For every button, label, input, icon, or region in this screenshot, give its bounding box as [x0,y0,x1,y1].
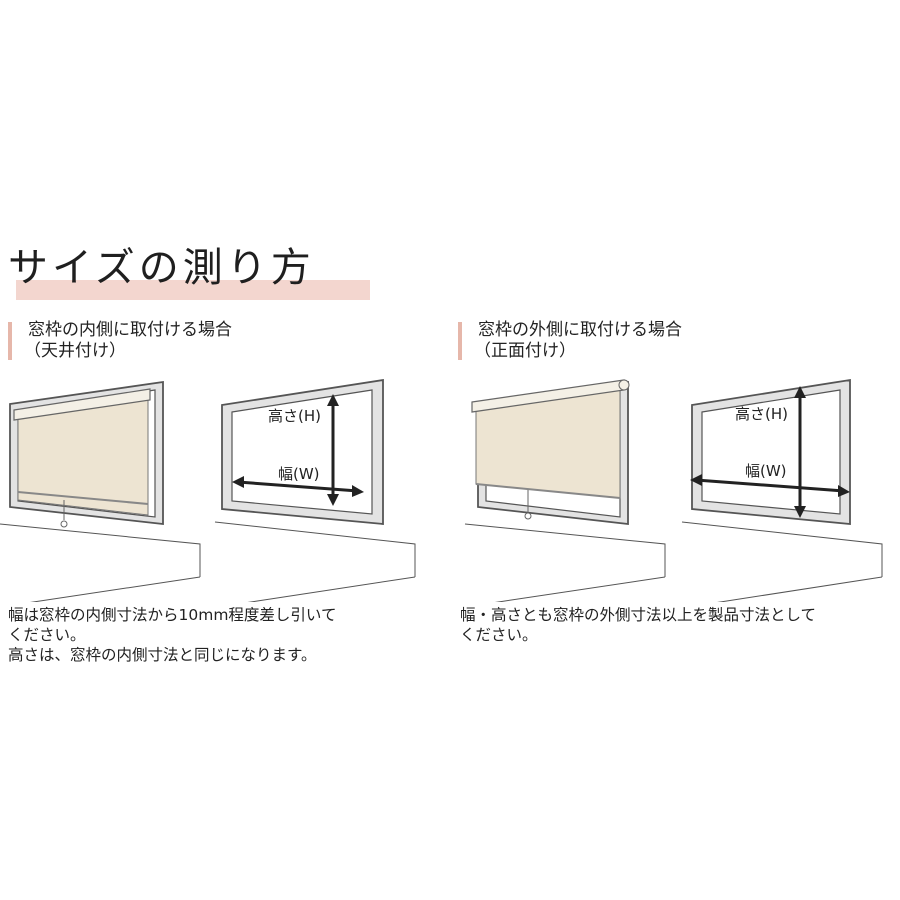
height-label: 高さ(H) [735,405,788,423]
section-accent-bar [458,322,462,360]
section-heading-line2: （正面付け） [474,341,576,361]
note-line: 幅・高さとも窓枠の外側寸法以上を製品寸法として [460,606,817,624]
section-heading-line1: 窓枠の外側に取付ける場合 [478,320,682,340]
note-line: 幅は窓枠の内側寸法から10mm程度差し引いて [8,606,337,624]
title-block: サイズの測り方 [8,240,370,304]
inside-mount-note: 幅は窓枠の内側寸法から10mm程度差し引いて ください。 高さは、窓枠の内側寸法… [8,605,336,665]
page-title: サイズの測り方 [8,245,315,291]
note-line: ください。 [8,626,86,644]
section-heading-line2: （天井付け） [24,341,126,361]
section-heading-line1: 窓枠の内側に取付ける場合 [28,320,232,340]
section-outside-heading: 窓枠の外側に取付ける場合 （正面付け） [458,320,758,362]
window-with-blind-illustration [464,379,666,602]
outside-mount-illustration: 高さ(H) 幅(W) [464,378,883,602]
section-inside-heading: 窓枠の内側に取付ける場合 （天井付け） [8,320,308,362]
inside-mount-illustration: 高さ(H) 幅(W) [0,378,416,602]
outside-mount-note: 幅・高さとも窓枠の外側寸法以上を製品寸法として ください。 [460,605,816,645]
window-with-blind-illustration [0,380,201,602]
note-line: ください。 [460,626,538,644]
height-label: 高さ(H) [268,407,321,425]
width-label: 幅(W) [745,462,787,480]
width-label: 幅(W) [278,465,320,483]
window-dimension-illustration: 高さ(H) 幅(W) [681,378,883,602]
section-accent-bar [8,322,12,360]
window-dimension-illustration: 高さ(H) 幅(W) [214,378,416,602]
note-line: 高さは、窓枠の内側寸法と同じになります。 [8,646,317,664]
title-highlight-bar [16,280,370,300]
